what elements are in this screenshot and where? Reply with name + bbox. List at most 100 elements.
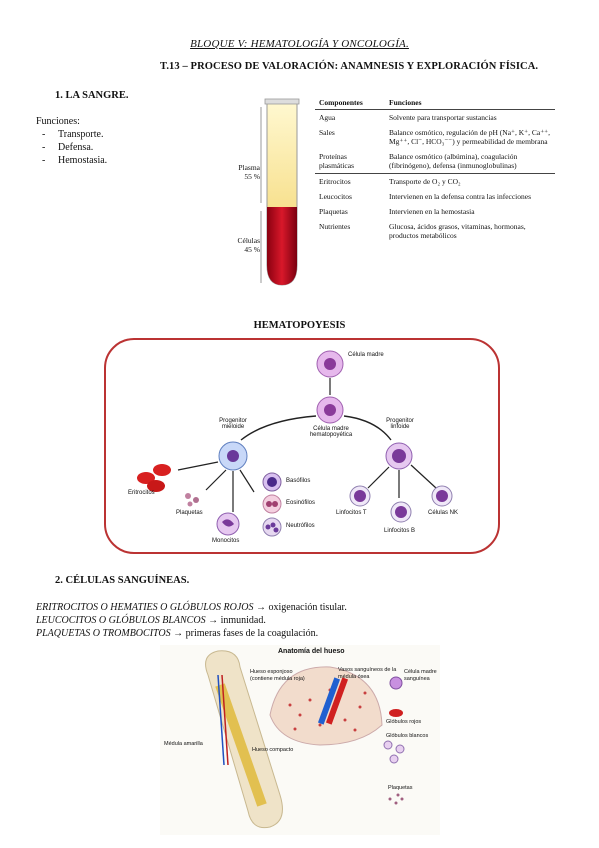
block-title: BLOQUE V: HEMATOLOGÍA Y ONCOLOGÍA. (190, 38, 409, 50)
bone-svg (160, 645, 440, 835)
nk-cells-label: Células NK (428, 510, 459, 516)
plasma-percent: 55 % (244, 172, 260, 181)
red-marrow-dots (288, 688, 367, 732)
arrow-icon (205, 469, 227, 491)
cells-description: ERITROCITOS O HEMATIES O GLÓBULOS ROJOS … (36, 601, 347, 640)
neutrophils-label: Neutrófilos (286, 523, 315, 529)
hematopoiesis-title: HEMATOPOYESIS (253, 320, 346, 331)
wbc-icon (383, 740, 393, 750)
compact-bone-label: Hueso compacto (252, 747, 294, 753)
table-cell: Plaquetas (319, 207, 348, 216)
plasma-label-group: Plasma 55 % (232, 163, 260, 181)
monocytes-label: Monocitos (212, 538, 240, 544)
bone-anatomy-figure: Anatomía del hueso Hueso esponjoso (cont… (160, 645, 440, 835)
arrow-icon (240, 415, 317, 441)
components-table: Componentes Funciones Agua Solvente para … (315, 96, 555, 243)
nucleus-icon (395, 506, 407, 518)
arrow-icon (177, 461, 219, 471)
function-item: Transporte. (36, 128, 107, 141)
nucleus-icon (267, 477, 277, 487)
blood-tube-figure (260, 98, 300, 286)
hematopoiesis-diagram: Célula madre Célula madre hematopoyética… (104, 338, 500, 554)
table-cell: Glucosa, ácidos grasos, vitaminas, hormo… (389, 222, 526, 240)
lymphoid-label: Progenitor linfoide (386, 418, 414, 430)
nucleus-icon (436, 490, 448, 502)
platelets-label: Plaquetas (388, 785, 413, 791)
section-1-title: 1. LA SANGRE. (55, 90, 129, 101)
nucleus-icon (270, 522, 276, 528)
table-cell: Proteínas plasmáticas (319, 152, 354, 170)
nucleus-icon (392, 449, 406, 463)
yellow-marrow-icon (215, 683, 267, 807)
platelet-icon (193, 497, 199, 503)
table-cell: Transporte de O₂ y CO₂ (389, 177, 461, 186)
nucleus-icon (266, 501, 272, 507)
arrow-icon (239, 469, 255, 493)
nucleus-icon (227, 450, 239, 462)
table-cell: Intervienen en la defensa contra las inf… (389, 192, 532, 201)
functions-block: Funciones: Transporte. Defensa. Hemostas… (36, 115, 107, 167)
artery-icon (325, 677, 349, 725)
cell-term: LEUCOCITOS O GLÓBULOS BLANCOS (36, 615, 206, 626)
platelet-icon (185, 493, 191, 499)
table-cell: Balance osmótico, regulación de pH (Na⁺,… (389, 128, 550, 146)
vessel-icon (221, 674, 229, 766)
cell-line: PLAQUETAS O TROMBOCITOS → primeras fases… (36, 627, 347, 640)
cell-line: ERITROCITOS O HEMATIES O GLÓBULOS ROJOS … (36, 601, 347, 614)
cell-desc: primeras fases de la coagulación. (183, 628, 319, 639)
cells-label: Células (237, 236, 261, 245)
function-item: Defensa. (36, 141, 107, 154)
spongy-label: Hueso esponjoso (contiene médula roja) (250, 669, 305, 682)
arrow-icon: → (256, 602, 266, 613)
table-row: Leucocitos Intervienen en la defensa cont… (315, 189, 555, 204)
bone-title: Anatomía del hueso (278, 648, 345, 655)
cell-desc: oxigenación tisular. (266, 602, 347, 613)
components-table-wrap: Componentes Funciones Agua Solvente para … (315, 96, 555, 243)
cell-line: LEUCOCITOS O GLÓBULOS BLANCOS → inmunida… (36, 614, 347, 627)
table-cell: Balance osmótico (albúmina), coagulación… (389, 152, 518, 170)
b-lymphocytes-label: Linfocitos B (384, 528, 416, 534)
table-cell: Eritrocitos (319, 177, 351, 186)
myeloid-label: Progenitor mieloide (219, 418, 247, 430)
table-cell: Intervienen en la hemostasia (389, 207, 475, 216)
eosinophils-label: Eosinófilos (286, 500, 316, 506)
wbc-label: Glóbulos blancos (386, 733, 429, 739)
table-cell: Agua (319, 113, 336, 122)
vessel-icon (217, 674, 225, 766)
table-cell: Sales (319, 128, 335, 137)
table-header-row: Componentes Funciones (315, 96, 555, 110)
vein-icon (317, 677, 341, 725)
nucleus-icon (272, 501, 278, 507)
nucleus-icon (273, 527, 279, 533)
cells-label-group: Células 45 % (232, 236, 261, 254)
arrow-icon (367, 466, 390, 489)
basophils-label: Basófilos (286, 478, 311, 484)
plasma-label: Plasma (238, 163, 260, 172)
stem-cell-label: Célula madre (348, 352, 384, 358)
table-row: Plaquetas Intervienen en la hemostasia (315, 204, 555, 219)
platelet-icon (187, 501, 193, 507)
arrow-icon (410, 464, 437, 489)
table-cell: Leucocitos (319, 192, 352, 201)
yellow-marrow-label: Médula amarilla (164, 741, 203, 747)
nucleus-icon (324, 358, 336, 370)
platelets-icon (388, 793, 404, 805)
nucleus-icon (265, 524, 271, 530)
erythrocytes-label: Eritrocitos (128, 490, 155, 496)
vessels-label: Vasos sanguíneos de la médula ósea (338, 667, 397, 680)
table-cell: Solvente para transportar sustancias (389, 113, 497, 122)
cell-term: ERITROCITOS O HEMATIES O GLÓBULOS ROJOS (36, 602, 254, 613)
table-row: Agua Solvente para transportar sustancias (315, 110, 555, 126)
wbc-icon (395, 744, 405, 754)
table-row: Sales Balance osmótico, regulación de pH … (315, 125, 555, 149)
arrow-icon: → (208, 615, 219, 626)
stem-cell-icon (389, 676, 403, 690)
erythrocyte-icon (147, 480, 165, 492)
table-row: Eritrocitos Transporte de O₂ y CO₂ (315, 174, 555, 190)
nucleus-icon (222, 519, 234, 527)
cell-desc: inmunidad. (218, 615, 266, 626)
cell-term: PLAQUETAS O TROMBOCITOS (36, 628, 171, 639)
t-lymphocytes-label: Linfocitos T (336, 510, 367, 516)
table-row: Proteínas plasmáticas Balance osmótico (a… (315, 149, 555, 174)
